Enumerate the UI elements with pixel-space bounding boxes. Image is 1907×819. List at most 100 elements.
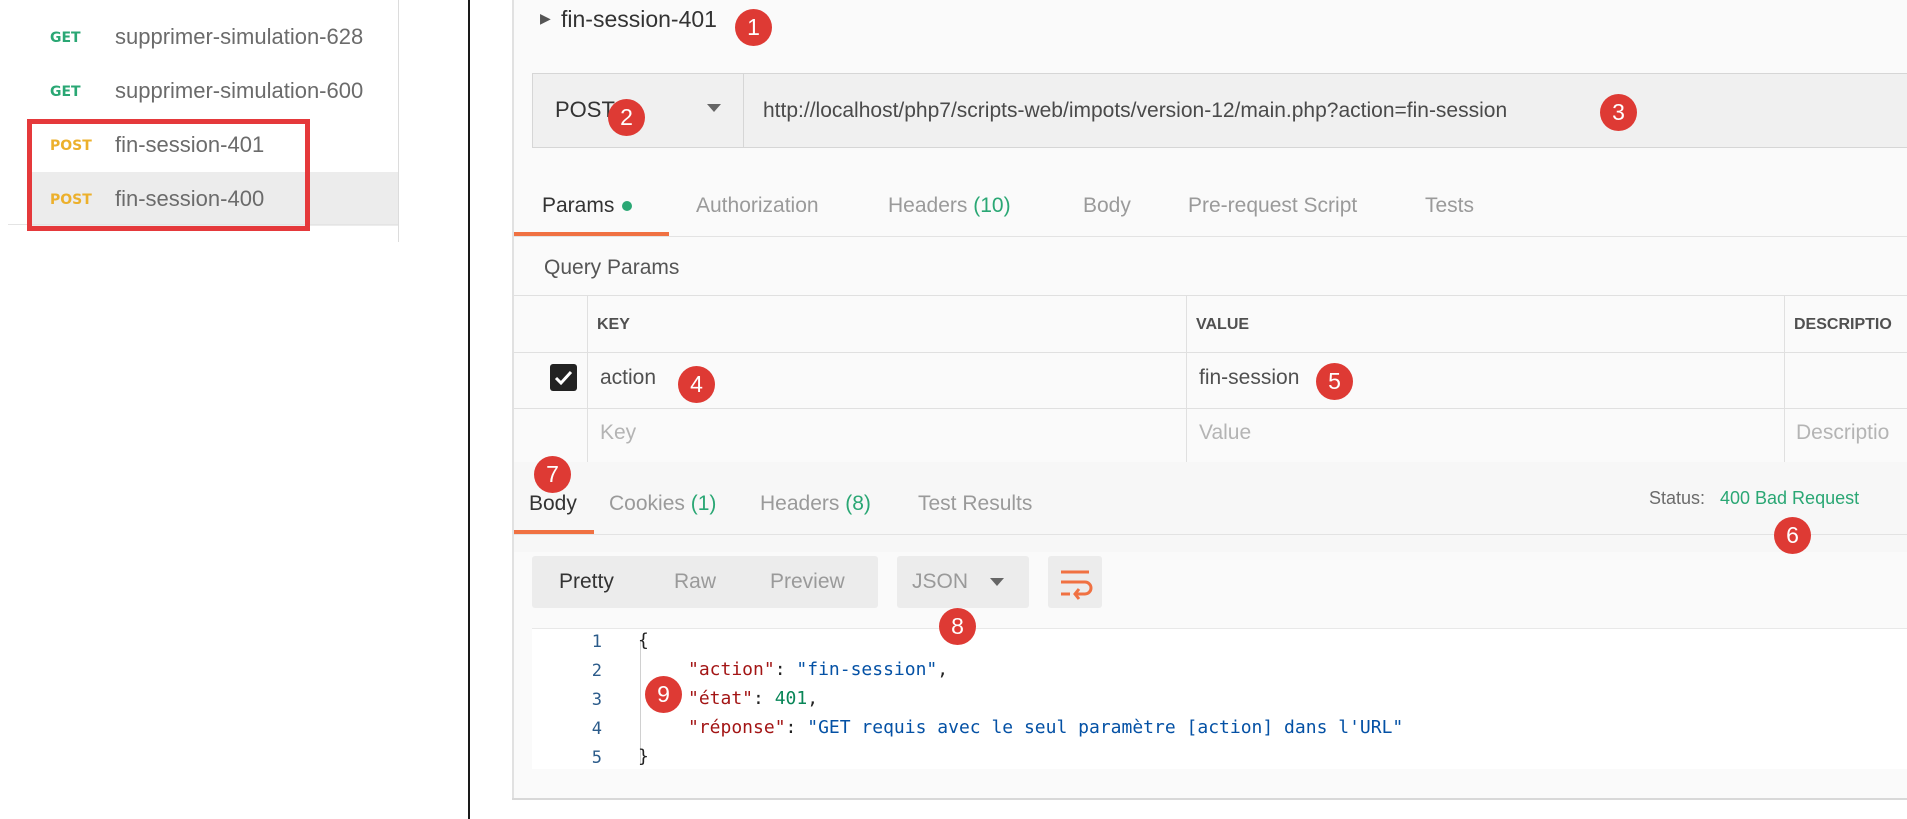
preview-button[interactable]: Preview — [770, 570, 845, 593]
tab-params[interactable]: Params — [542, 194, 633, 218]
active-tab-indicator — [514, 530, 594, 534]
panel-divider — [468, 0, 470, 819]
collection-sidebar: GET supprimer-simulation-628 GET supprim… — [0, 0, 399, 242]
language-select[interactable]: JSON — [897, 556, 1029, 608]
sidebar-request-item[interactable]: GET supprimer-simulation-600 — [0, 64, 398, 118]
request-name: fin-session-400 — [115, 186, 265, 211]
json-key: "action" — [688, 659, 775, 680]
json-value: "GET requis avec le seul paramètre [acti… — [807, 717, 1404, 738]
annotation-badge: 8 — [939, 608, 976, 645]
table-row-divider — [514, 352, 1907, 353]
annotation-badge: 2 — [608, 99, 645, 136]
request-name: supprimer-simulation-628 — [115, 24, 364, 49]
param-enabled-checkbox[interactable] — [550, 364, 577, 391]
json-comma: , — [937, 659, 949, 680]
annotation-badge: 1 — [735, 9, 772, 46]
sidebar-request-item[interactable]: POST fin-session-401 — [0, 118, 398, 172]
line-number: 1 — [591, 632, 602, 652]
method-badge: POST — [50, 192, 92, 208]
tab-response-body[interactable]: Body — [529, 492, 577, 515]
chevron-down-icon — [707, 104, 721, 112]
method-badge: POST — [50, 138, 92, 154]
tab-cookies[interactable]: Cookies (1) — [609, 492, 716, 516]
panel-border — [512, 798, 1907, 800]
annotation-badge: 3 — [1600, 94, 1637, 131]
method-badge: GET — [50, 30, 81, 46]
line-number: 2 — [591, 661, 602, 681]
json-separator: : — [753, 688, 775, 709]
column-divider — [1784, 296, 1785, 463]
column-header-key: KEY — [597, 316, 630, 333]
request-name: fin-session-401 — [115, 132, 265, 157]
tab-test-results[interactable]: Test Results — [918, 492, 1033, 515]
annotation-badge: 9 — [645, 676, 682, 713]
column-header-description: DESCRIPTIO — [1794, 316, 1892, 333]
line-number: 5 — [591, 748, 602, 768]
annotation-badge: 5 — [1316, 363, 1353, 400]
column-divider — [587, 296, 588, 463]
annotation-badge: 6 — [1774, 517, 1811, 554]
method-badge: GET — [50, 84, 81, 100]
param-key-cell[interactable]: action — [600, 366, 657, 389]
code-line: "action": "fin-session", — [688, 659, 948, 680]
checkmark-icon — [554, 370, 573, 386]
code-line: { — [638, 630, 649, 651]
query-params-label: Query Params — [544, 256, 680, 279]
tab-response-headers[interactable]: Headers (8) — [760, 492, 871, 516]
sidebar-divider — [8, 224, 398, 225]
language-value: JSON — [912, 570, 969, 593]
annotation-badge: 4 — [678, 366, 715, 403]
new-value-input[interactable]: Value — [1199, 421, 1252, 444]
json-key: "réponse" — [688, 717, 786, 738]
json-value: 401 — [774, 688, 808, 709]
json-key: "état" — [688, 688, 754, 709]
new-key-input[interactable]: Key — [600, 421, 637, 444]
active-tab-indicator — [514, 232, 669, 236]
highlight-box — [27, 119, 310, 231]
request-name: supprimer-simulation-600 — [115, 78, 364, 103]
active-dot-icon — [622, 201, 633, 212]
query-params-table: KEY VALUE DESCRIPTIO action fin-session … — [514, 295, 1907, 463]
line-number: 4 — [591, 719, 602, 739]
tab-prerequest-script[interactable]: Pre-request Script — [1188, 194, 1358, 217]
url-bar: POST http://localhost/php7/scripts-web/i… — [532, 73, 1907, 148]
expand-arrow-icon[interactable]: ▶ — [540, 10, 551, 26]
wrap-icon — [1061, 570, 1093, 600]
request-title: fin-session-401 — [561, 6, 717, 32]
column-header-value: VALUE — [1196, 316, 1250, 333]
pretty-button[interactable]: Pretty — [559, 570, 614, 593]
tab-tests[interactable]: Tests — [1425, 194, 1475, 217]
json-separator: : — [774, 659, 797, 680]
code-line: "état": 401, — [688, 688, 818, 709]
wrap-lines-button[interactable] — [1048, 556, 1102, 608]
tabs-divider — [514, 236, 1907, 237]
indent-guide — [640, 640, 641, 764]
new-description-input[interactable]: Descriptio — [1796, 421, 1890, 444]
response-body-editor[interactable] — [532, 628, 1907, 769]
status-badge: 400 Bad Request — [1720, 488, 1860, 508]
json-separator: : — [785, 717, 808, 738]
tab-authorization[interactable]: Authorization — [696, 194, 819, 217]
tab-count: (1) — [690, 492, 717, 515]
view-mode-group: Pretty Raw Preview — [532, 556, 878, 608]
code-line: } — [638, 746, 649, 767]
chevron-down-icon — [990, 578, 1004, 586]
table-row-divider — [514, 408, 1907, 409]
tab-body[interactable]: Body — [1083, 194, 1131, 217]
sidebar-request-item[interactable]: GET supprimer-simulation-628 — [0, 10, 398, 64]
url-input[interactable]: http://localhost/php7/scripts-web/impots… — [763, 99, 1508, 122]
line-number: 3 — [591, 690, 602, 710]
sidebar-request-item-selected[interactable]: POST fin-session-400 — [30, 172, 398, 226]
tab-label: Headers — [888, 194, 968, 217]
tab-headers[interactable]: Headers (10) — [888, 194, 1011, 218]
code-line: "réponse": "GET requis avec le seul para… — [688, 717, 1403, 738]
response-header — [514, 462, 1907, 552]
status-label: Status: — [1649, 488, 1706, 508]
method-value: POST — [555, 97, 615, 122]
param-value-cell[interactable]: fin-session — [1199, 366, 1300, 389]
raw-button[interactable]: Raw — [674, 570, 717, 593]
tab-count: (10) — [973, 194, 1011, 217]
tab-count: (8) — [845, 492, 871, 515]
annotation-badge: 7 — [534, 456, 571, 493]
json-comma: , — [807, 688, 819, 709]
